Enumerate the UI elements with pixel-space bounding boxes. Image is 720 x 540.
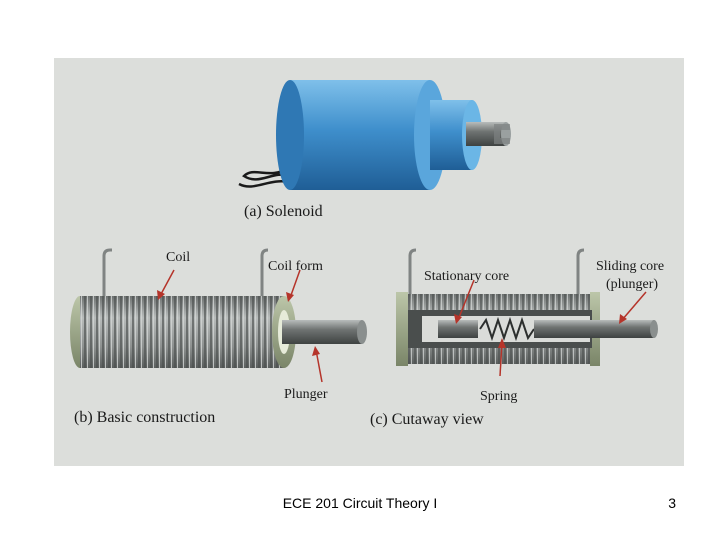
caption-solenoid: (a) Solenoid [244,203,323,220]
basic-construction-illustration [70,248,367,383]
annotation-stationary-core: Stationary core [424,269,509,284]
caption-basic-construction: (b) Basic construction [74,409,215,426]
annotation-sliding-core: Sliding core [596,259,664,274]
footer-page-number: 3 [668,495,676,511]
caption-cutaway-view: (c) Cutaway view [370,411,484,428]
footer-course-title: ECE 201 Circuit Theory I [282,495,438,511]
annotation-coil: Coil [166,250,190,265]
annotation-plunger: Plunger [284,387,328,402]
solenoid-diagram-svg: (a) Solenoid Coil Coil form Plunger (b) … [70,80,664,428]
cutaway-illustration [396,248,658,377]
annotation-spring: Spring [480,389,517,404]
annotation-coil-form: Coil form [268,259,323,274]
solenoid-illustration [238,80,511,190]
annotation-sliding-core-plunger: (plunger) [606,277,658,292]
solenoid-figure: (a) Solenoid Coil Coil form Plunger (b) … [54,58,684,466]
